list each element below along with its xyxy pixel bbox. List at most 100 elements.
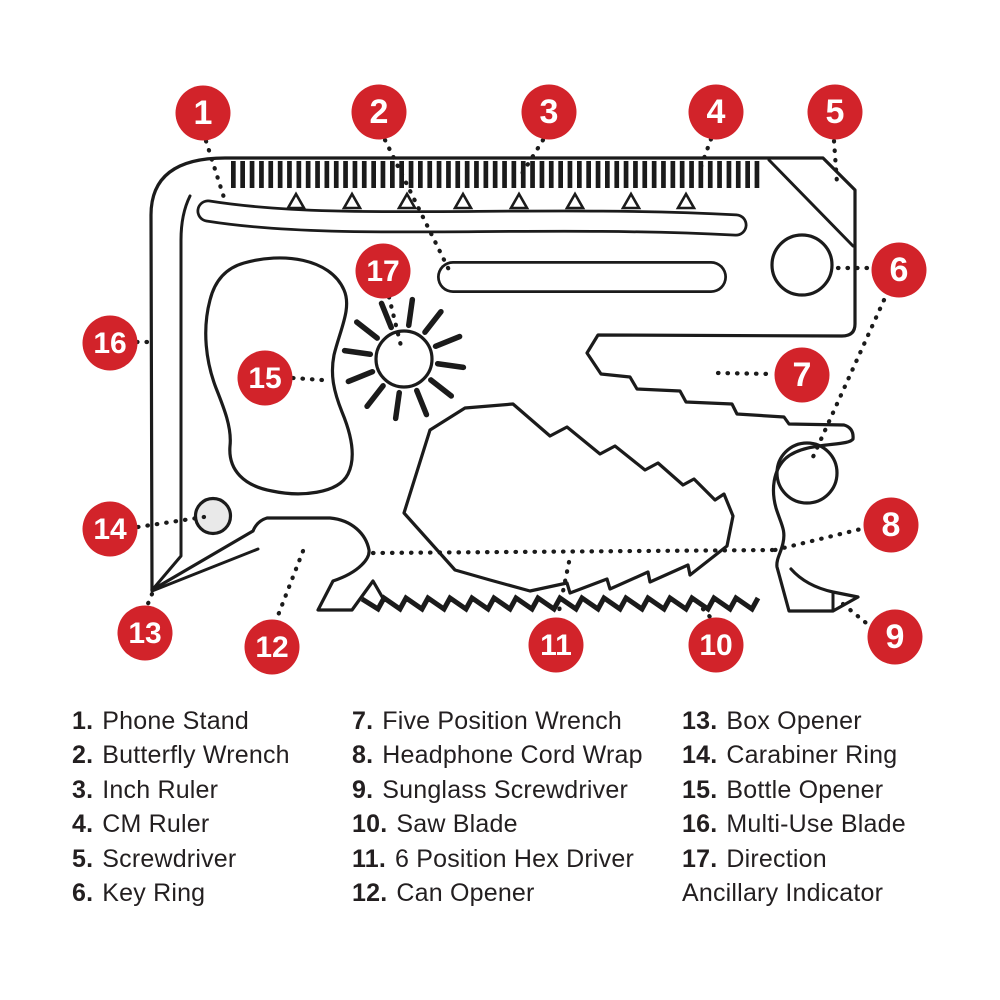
legend-item-number: 5. [72, 844, 94, 873]
callout-number: 17 [366, 255, 399, 288]
legend-item-number: 11. [352, 844, 386, 873]
legend-item: 9.Sunglass Screwdriver [352, 773, 682, 807]
legend-item-label: Five Position Wrench [382, 707, 622, 735]
callout-14-carabiner-ring: 14 [82, 501, 138, 557]
legend-item-label: Inch Ruler [102, 775, 219, 804]
legend-item: 5. Screwdriver [72, 842, 352, 876]
callout-2-butterfly-wrench: 2 [351, 84, 407, 140]
legend-item-number: 3. [72, 775, 94, 804]
direction-indicator-rays [341, 296, 467, 422]
legend-item-number: 14. [682, 741, 718, 770]
callout-6-key-ring: 6 [871, 242, 927, 298]
legend-item-label: Direction [726, 844, 827, 873]
legend-item-label: Screwdriver [102, 844, 237, 873]
callout-number: 10 [699, 629, 732, 662]
callout-number: 16 [93, 327, 126, 360]
legend-item-number: 17. [682, 844, 718, 873]
callout-4-cm-ruler: 4 [688, 84, 744, 140]
callout-number: 4 [707, 93, 726, 131]
callout-number: 12 [255, 631, 288, 664]
callout-12-can-opener: 12 [244, 619, 300, 675]
legend-item: 17. Direction [682, 842, 992, 876]
legend-item: 6.Key Ring [72, 876, 352, 910]
legend-column-2: 7. Five Position Wrench 8. Headphone Cord W… [352, 704, 682, 910]
legend-item-number: 6. [72, 879, 94, 908]
bottle-opener-cutout [204, 256, 354, 496]
box-opener-inner-line [150, 547, 260, 593]
legend-item: 11. 6 Position Hex Driver [352, 842, 682, 876]
ruler-triangles [285, 191, 697, 210]
legend-item-number: 7. [352, 707, 374, 735]
callout-leader-lines [134, 136, 887, 630]
callout-5-screwdriver: 5 [807, 84, 863, 140]
legend-item-label: Carabiner Ring [726, 741, 898, 770]
callout-number: 7 [793, 356, 812, 394]
legend-item: 1. Phone Stand [72, 704, 352, 738]
legend-item: 13.Box Opener [682, 704, 992, 738]
callout-15-bottle-opener: 15 [237, 350, 293, 406]
phone-stand-slot [196, 199, 748, 237]
callout-13-box-opener: 13 [117, 605, 173, 661]
legend-item-label: Ancillary Indicator [682, 879, 884, 908]
legend-item-label: Phone Stand [102, 707, 250, 735]
callout-9-sunglass-screwdriver: 9 [867, 609, 923, 665]
legend-item: 10. Saw Blade [352, 807, 682, 841]
legend-item-number: 15. [682, 775, 718, 804]
legend-item: 8. Headphone Cord Wrap [352, 738, 682, 772]
callout-number: 13 [128, 617, 161, 650]
callout-number: 15 [248, 362, 281, 395]
legend-item: 16. Multi-Use Blade [682, 807, 992, 841]
legend-item-label: Headphone Cord Wrap [382, 741, 643, 770]
hex-driver-cutout [402, 402, 735, 595]
callout-number: 6 [890, 251, 909, 289]
legend-item-number: 16. [682, 810, 718, 839]
carabiner-ring-hole [193, 496, 233, 536]
legend-item-number: 10. [352, 810, 388, 839]
callout-3-inch-ruler: 3 [521, 84, 577, 140]
legend-item: 7. Five Position Wrench [352, 704, 682, 738]
legend-item: 2. Butterfly Wrench [72, 738, 352, 772]
card-outline [149, 156, 860, 613]
legend-item: 14. Carabiner Ring [682, 738, 992, 772]
callout-number: 2 [370, 93, 389, 131]
multi-use-blade-line [151, 194, 192, 591]
ruler-teeth [231, 161, 760, 188]
callout-number: 3 [540, 93, 559, 131]
legend-item-number: 1. [72, 707, 94, 735]
callout-7-five-position-wrench: 7 [774, 347, 830, 403]
callout-number: 8 [882, 506, 901, 544]
legend-item-number: 8. [352, 741, 374, 770]
callout-16-multi-use-blade: 16 [82, 315, 138, 371]
legend-item: 12. Can Opener [352, 876, 682, 910]
legend-item-label: Sunglass Screwdriver [382, 775, 629, 804]
direction-indicator-circle [374, 329, 434, 389]
legend-item-label: 6 Position Hex Driver [394, 844, 634, 873]
callout-number: 1 [194, 94, 213, 132]
callout-11-six-position-hex-driver: 11 [528, 617, 584, 673]
callout-number: 14 [93, 513, 127, 546]
legend-item-label: Butterfly Wrench [102, 741, 290, 770]
callout-number: 9 [886, 618, 905, 656]
key-ring-hole-lower [775, 441, 839, 505]
key-ring-hole [770, 233, 834, 297]
legend-item-label: Bottle Opener [726, 775, 884, 804]
legend-item-number: 13. [682, 707, 718, 735]
legend-item-number: 2. [72, 741, 94, 770]
screwdriver-bevel-line [767, 158, 855, 248]
legend-item-number: 4. [72, 810, 94, 839]
callout-17-direction-ancillary-indicator: 17 [355, 243, 411, 299]
legend-item-label: Multi-Use Blade [726, 810, 906, 839]
legend-item: 4.CM Ruler [72, 807, 352, 841]
legend-item-label: Saw Blade [396, 810, 518, 839]
callout-1-phone-stand: 1 [175, 85, 231, 141]
legend-item: Ancillary Indicator [682, 876, 992, 910]
callout-8-headphone-cord-wrap: 8 [863, 497, 919, 553]
legend-item-number: 12. [352, 879, 388, 908]
legend-column-1: 1. Phone Stand 2. Butterfly Wrench 3. Inch Ru… [72, 704, 352, 910]
legend-item-label: Can Opener [396, 879, 535, 908]
callout-number: 5 [826, 93, 845, 131]
legend-item: 3. Inch Ruler [72, 773, 352, 807]
legend-item: 15. Bottle Opener [682, 773, 992, 807]
